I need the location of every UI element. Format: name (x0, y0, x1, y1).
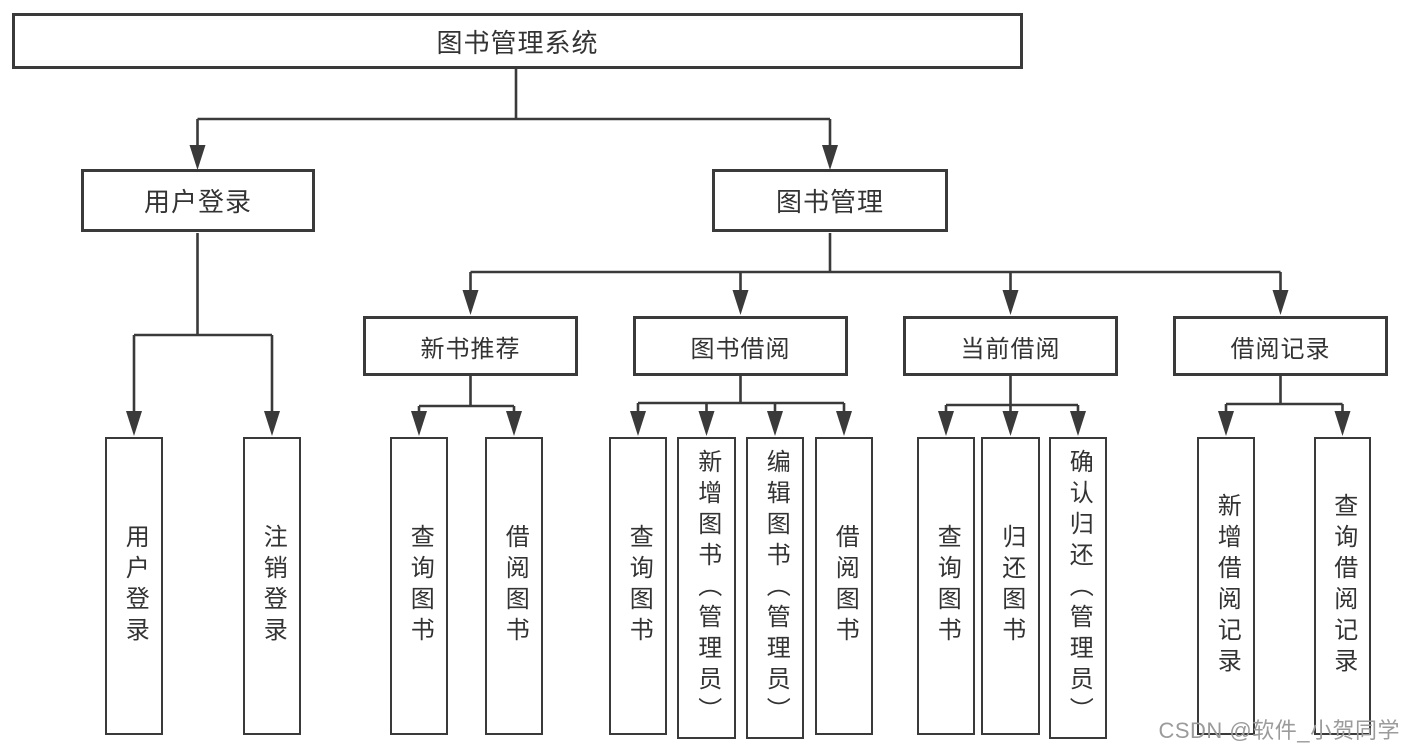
leaf-label: 注销登录 (259, 524, 287, 648)
arrow-down-icon (698, 411, 715, 436)
leaf-label: 编辑图书（管理员） (762, 448, 790, 728)
arrow-down-icon (1070, 411, 1086, 436)
arrow-down-icon (126, 411, 142, 436)
leaf-current-confirm-return-admin: 确认归还（管理员） (1049, 437, 1107, 739)
node-user-login: 用户登录 (81, 169, 315, 232)
node-book-management: 图书管理 (712, 169, 948, 232)
node-label: 当前借阅 (960, 335, 1061, 363)
arrow-down-icon (506, 411, 522, 436)
leaf-label: 查询图书 (933, 524, 961, 648)
leaf-label: 借阅图书 (501, 524, 529, 648)
leaf-label: 查询图书 (625, 524, 653, 648)
node-label: 用户登录 (143, 187, 252, 217)
leaf-newbook-query-books: 查询图书 (390, 437, 448, 735)
leaf-borrow-edit-books-admin: 编辑图书（管理员） (746, 437, 804, 739)
node-label: 新书推荐 (420, 335, 521, 363)
arrow-down-icon (836, 411, 852, 436)
leaf-label: 查询图书 (406, 524, 434, 648)
arrow-down-icon (822, 145, 838, 170)
arrow-down-icon (1334, 411, 1351, 436)
leaf-records-add-record: 新增借阅记录 (1197, 437, 1255, 735)
leaf-borrow-add-books-admin: 新增图书（管理员） (677, 437, 736, 739)
arrow-down-icon (264, 411, 280, 436)
leaf-logout: 注销登录 (243, 437, 301, 735)
arrow-down-icon (630, 411, 646, 436)
arrow-down-icon (732, 290, 749, 315)
leaf-label: 查询借阅记录 (1329, 493, 1357, 679)
node-library-management-system: 图书管理系统 (12, 13, 1023, 69)
leaf-current-query-books: 查询图书 (917, 437, 975, 735)
leaf-label: 新增图书（管理员） (693, 448, 721, 728)
leaf-borrow-query-books: 查询图书 (609, 437, 667, 735)
arrow-down-icon (462, 290, 479, 315)
node-borrowing-records: 借阅记录 (1173, 316, 1388, 376)
node-label: 图书管理系统 (436, 27, 599, 58)
node-label: 图书借阅 (690, 335, 791, 363)
node-current-borrowing: 当前借阅 (903, 316, 1118, 376)
leaf-user-login: 用户登录 (105, 437, 163, 735)
arrow-down-icon (189, 145, 206, 170)
arrow-down-icon (1272, 290, 1289, 315)
node-new-book-recommendation: 新书推荐 (363, 316, 578, 376)
arrow-down-icon (938, 411, 954, 436)
arrow-down-icon (1002, 411, 1019, 436)
arrow-down-icon (1002, 290, 1019, 315)
leaf-newbook-borrow-books: 借阅图书 (485, 437, 543, 735)
leaf-label: 归还图书 (997, 524, 1025, 648)
leaf-borrow-borrow-books: 借阅图书 (815, 437, 873, 735)
watermark-text: CSDN @软件_小贺同学 (1158, 718, 1400, 743)
arrow-down-icon (767, 411, 783, 436)
arrow-down-icon (1218, 411, 1234, 436)
leaf-current-return-books: 归还图书 (981, 437, 1040, 735)
leaf-label: 用户登录 (121, 524, 149, 648)
node-book-borrowing: 图书借阅 (633, 316, 848, 376)
connector-lines-top (196, 68, 1282, 296)
leaf-label: 新增借阅记录 (1213, 493, 1241, 679)
connector-lines-right (636, 376, 1344, 416)
leaf-label: 确认归还（管理员） (1065, 448, 1093, 728)
leaf-records-query-record: 查询借阅记录 (1314, 437, 1371, 735)
node-label: 借阅记录 (1230, 335, 1331, 363)
leaf-label: 借阅图书 (831, 524, 859, 648)
arrow-down-icon (411, 411, 427, 436)
node-label: 图书管理 (775, 187, 884, 217)
